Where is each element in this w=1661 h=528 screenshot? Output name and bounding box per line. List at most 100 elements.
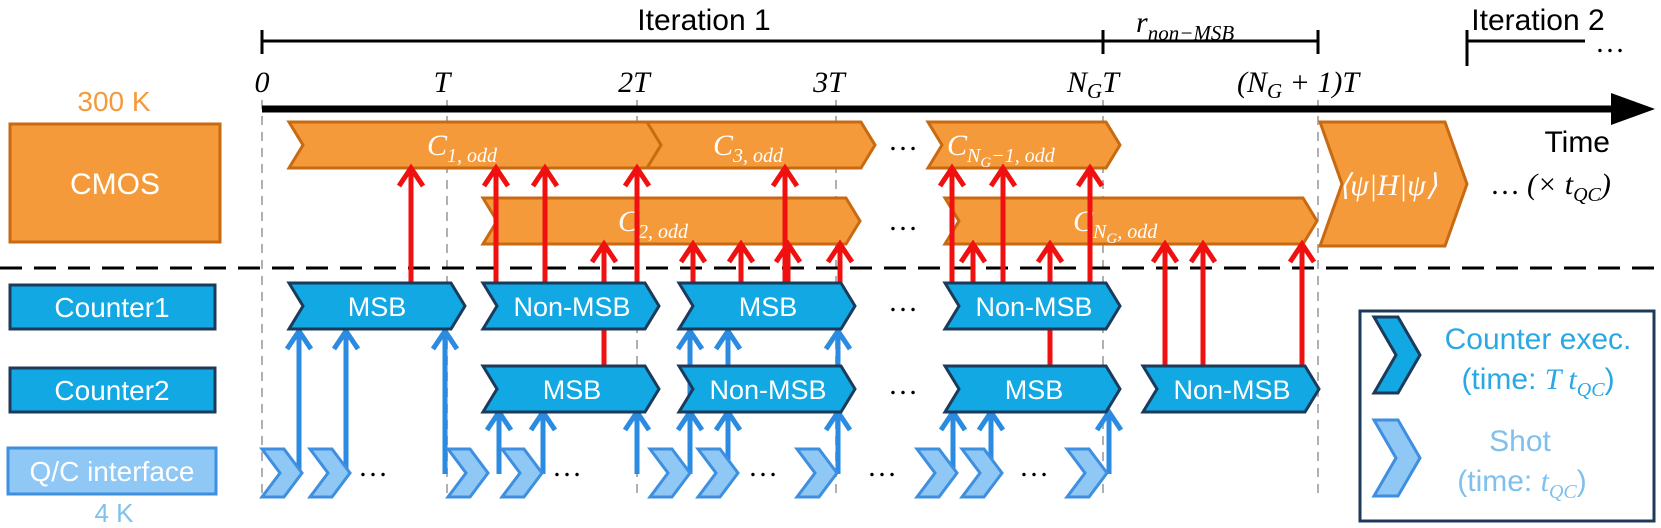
red-arrow-7	[988, 163, 1018, 283]
counter-blocks	[286, 281, 1321, 414]
counter1-block-3	[676, 281, 857, 331]
counter2-label-2: Non-MSB	[709, 375, 826, 405]
cmos-ellipsis-2: …	[888, 204, 918, 237]
cmos-c2-label: C2, odd	[618, 205, 689, 243]
counter1-row-label: Counter1	[54, 292, 169, 323]
cmos-ellipsis-3: …	[1490, 168, 1520, 201]
blue-arrow-15	[1094, 407, 1124, 474]
red-arrow-2	[481, 163, 511, 283]
cmos-c3-odd	[644, 120, 877, 170]
time-axis-label: Time	[1544, 126, 1610, 159]
qc-row-label: Q/C interface	[30, 456, 195, 487]
iteration2-label: Iteration 2	[1471, 4, 1604, 37]
qc-row-box	[6, 446, 218, 496]
red-arrow-1	[396, 163, 426, 283]
time-ticks: 0 T 2T 3T NGT (NG + 1)T	[255, 66, 1362, 103]
shot-blocks	[259, 447, 1109, 499]
counter1-label-4: Non-MSB	[975, 292, 1092, 322]
red-arrow-18	[1287, 239, 1317, 366]
legend-shot-line1: Shot	[1489, 425, 1551, 458]
counter1-block-4	[942, 281, 1122, 331]
shot-chevron-2	[307, 447, 352, 499]
counter1-ellipsis: …	[888, 285, 918, 318]
legend-shot-line2: (time: tQC)	[1457, 465, 1586, 503]
legend-counter-exec-icon	[1371, 315, 1422, 395]
cmos-block-labels: C1, odd C3, odd CNG−1, odd C2, odd CNG, …	[427, 129, 1438, 247]
red-arrow-12	[773, 239, 803, 283]
red-arrow-5	[770, 163, 800, 283]
cmos-ellipsis-1: …	[888, 124, 918, 157]
tick-2t: 2T	[618, 66, 652, 99]
red-arrow-4	[622, 163, 652, 283]
iteration-brackets	[260, 30, 1585, 66]
counter2-label-1: MSB	[543, 375, 602, 405]
counter-ellipses: … …	[888, 285, 918, 401]
tick-ngt: NGT	[1066, 66, 1121, 103]
r-non-msb-label: rnon−MSB	[1136, 6, 1234, 45]
counter2-label-4: Non-MSB	[1173, 375, 1290, 405]
time-unit-label: (× tQC)	[1527, 168, 1611, 206]
tick-t: T	[434, 66, 453, 99]
counter2-block-3	[942, 364, 1122, 414]
red-arrow-8	[1075, 163, 1105, 283]
shot-ellipsis-3: …	[748, 450, 778, 483]
counter2-row-label: Counter2	[54, 375, 169, 406]
cmos-blocks	[286, 120, 1469, 248]
shot-ellipsis-5: …	[1019, 450, 1049, 483]
counter2-block-1	[480, 364, 661, 414]
shot-chevron-8	[914, 447, 959, 499]
counter2-row-box	[8, 366, 217, 414]
shot-chevron-1	[259, 447, 304, 499]
iteration2-ellipsis: …	[1595, 26, 1625, 59]
red-arrow-11	[726, 239, 756, 283]
counter2-label-3: MSB	[1005, 375, 1064, 405]
blue-arrow-1	[284, 326, 314, 474]
counter1-block-1	[286, 281, 467, 331]
counter2-block-2	[676, 364, 857, 414]
tick-0: 0	[255, 66, 270, 99]
red-arrow-17	[1188, 239, 1218, 366]
cmos-c1-label: C1, odd	[427, 129, 498, 167]
red-arrow-16	[1150, 239, 1180, 366]
cmos-row-label: CMOS	[70, 168, 160, 201]
counter1-label-3: MSB	[739, 292, 798, 322]
red-arrows	[396, 163, 1317, 366]
counter2-ellipsis: …	[888, 368, 918, 401]
temp-300k-label: 300 K	[77, 86, 150, 117]
blue-arrow-7	[484, 407, 514, 474]
red-arrow-3	[530, 163, 560, 283]
temp-4k-label: 4 K	[94, 498, 134, 528]
legend-counter-exec-line1: Counter exec.	[1445, 323, 1632, 356]
cmos-cng-label: CNG, odd	[1073, 205, 1158, 247]
shot-chevron-7	[794, 447, 839, 499]
shot-ellipsis-2: …	[552, 450, 582, 483]
cmos-c3-label: C3, odd	[713, 129, 784, 167]
counter-block-labels: MSB Non-MSB MSB Non-MSB MSB Non-MSB MSB …	[348, 292, 1291, 405]
blue-arrow-2	[331, 326, 361, 474]
shot-chevron-3	[445, 447, 490, 499]
cmos-row-box	[8, 122, 222, 244]
cmos-ellipses: … … …	[888, 124, 1520, 237]
red-arrow-13	[825, 239, 855, 283]
cmos-cng1-label: CNG−1, odd	[947, 129, 1056, 171]
counter2-block-4	[1140, 364, 1321, 414]
iteration1-label: Iteration 1	[637, 4, 770, 37]
shot-chevron-6	[695, 447, 740, 499]
counter1-row-box	[8, 283, 217, 331]
blue-arrow-3	[430, 326, 460, 474]
legend-shot-icon	[1371, 418, 1422, 498]
shot-ellipses: … … … … …	[358, 450, 1049, 483]
counter1-label-1: MSB	[348, 292, 407, 322]
red-arrow-14	[958, 239, 988, 283]
cmos-expectation-label: ⟨ψ|H|ψ⟩	[1339, 169, 1438, 202]
counter1-block-2	[480, 281, 661, 331]
tick-ng1t: (NG + 1)T	[1237, 66, 1361, 103]
cmos-cng1-odd	[925, 120, 1122, 170]
red-arrow-6	[937, 163, 967, 283]
shot-chevron-5	[647, 447, 692, 499]
shot-chevron-10	[1064, 447, 1109, 499]
time-axis-arrowhead	[1611, 93, 1655, 125]
counter1-label-2: Non-MSB	[513, 292, 630, 322]
shot-chevron-9	[959, 447, 1004, 499]
